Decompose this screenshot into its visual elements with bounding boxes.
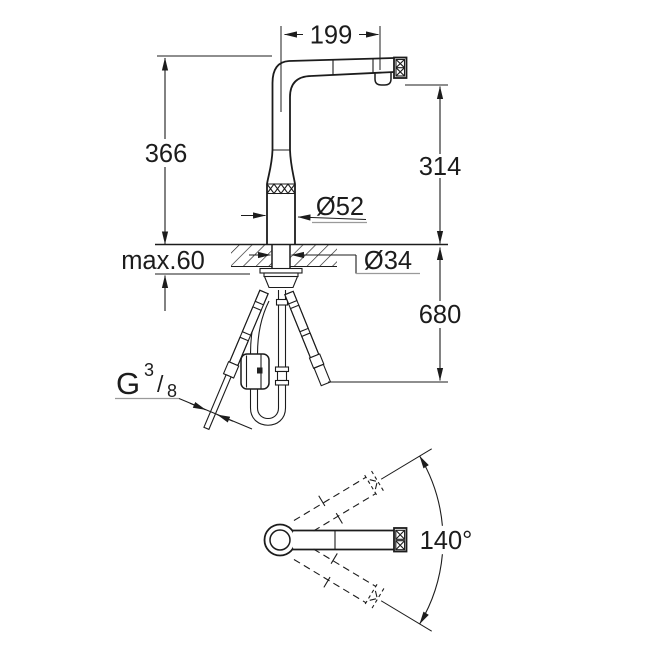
thread-numerator: 3 [144,360,154,380]
center-tick [318,495,326,507]
faucet-body [266,57,395,245]
arc-upper [419,455,443,526]
dim-label-dia34: Ø34 [364,247,412,275]
hose-loop-outer [249,407,287,426]
braid-segment [241,306,262,336]
swivel-position-upper [293,448,432,538]
thread-tube-g38 [203,374,232,431]
hose-connector [274,379,290,386]
base-outer-circle [263,523,297,557]
supply-hose-left [203,289,269,431]
spout-top-edge [288,57,395,62]
deck-hatch-right [290,245,337,267]
dim-label-max60: max.60 [121,247,205,275]
hose-connector [276,370,288,382]
dashed-end-cap [364,474,378,496]
deck-hatch-left [231,245,272,267]
hose-loop-inner [256,407,280,420]
hose-to-base-right [256,300,270,355]
dim-label-140deg: 140° [420,527,473,555]
dimension-spout-reach: 199 [280,22,381,112]
weight-latch [257,367,263,374]
dimension-below-deck: 680 [328,247,462,383]
dimension-outlet-height: 314 [405,84,462,244]
dimension-total-height: 366 [145,55,272,245]
base-inner-circle [269,529,291,551]
dashed-end-cap [364,584,378,606]
arrow-left [297,214,367,221]
thread-slash: / [157,371,164,397]
braid-segment [289,304,309,333]
dimension-body-diameter: Ø52 [241,193,367,224]
hose-connector [274,366,290,373]
center-tick [323,576,331,588]
washer-plate [259,267,303,274]
spout-bottom-edge [310,71,395,77]
body-left-edge [266,149,274,245]
dashed-end-cap [371,588,385,610]
sensor-band [266,183,296,195]
dashed-end-cap [371,470,385,492]
braid-segment [284,290,298,305]
spray-outlet-dome [374,72,392,86]
hose-weight [240,353,270,390]
arc-lower [419,554,443,625]
swivel-boundary-line [380,600,432,632]
dim-label-366: 366 [145,140,188,168]
mounting-nut [263,275,299,289]
dimension-hole-diameter: Ø34 [249,247,420,275]
body-right-edge [289,149,296,245]
arrow-to-thread [189,402,206,411]
dim-label-199: 199 [310,22,353,50]
outer-bend [271,60,290,150]
pullout-hose [240,290,290,426]
spout-plan [292,527,408,553]
swivel-position-lower [293,542,432,632]
braid-segment [254,289,269,306]
dim-label-680: 680 [419,301,462,329]
center-tick [330,553,338,564]
spray-head [372,56,408,86]
swivel-arc: 140° [419,455,473,625]
dim-label-dia52: Ø52 [316,193,364,221]
dimension-deck-thickness: max.60 [121,247,250,311]
inner-bend [289,75,312,150]
countertop [155,243,448,268]
hose-end-connector [313,363,332,387]
arrow-to-thread [217,414,234,423]
supply-hose-right [284,290,332,387]
center-tick [335,512,343,524]
top-view: 140° [263,448,473,632]
hose-fitting-upper [275,298,289,306]
side-view: 199 366 314 680 [115,22,461,431]
thread-g: G [116,366,140,401]
thread-label: G 3 / 8 [115,360,253,430]
dim-label-314: 314 [419,153,462,181]
head-cap-pattern [395,58,406,77]
mounting-assembly [259,244,303,289]
swivel-boundary-line [380,448,432,480]
spout-cap-pattern [395,529,406,551]
head-end-cap [393,56,408,79]
thread-denominator: 8 [167,381,177,401]
